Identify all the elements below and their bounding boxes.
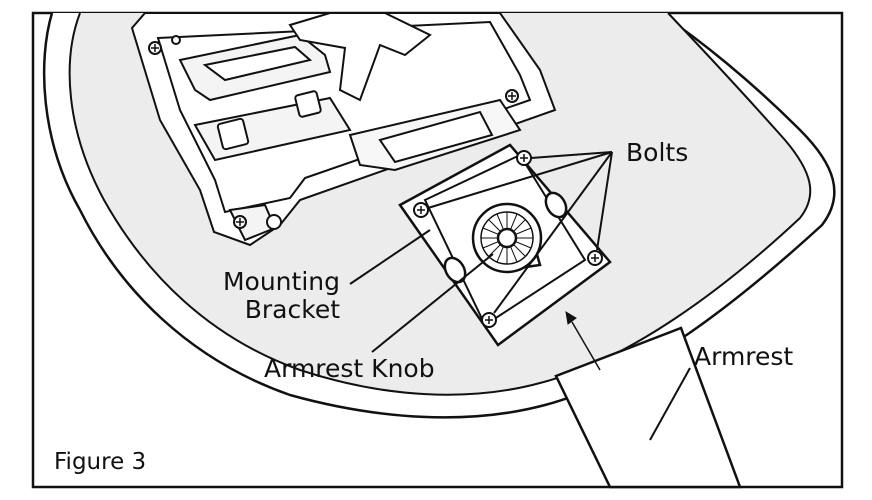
figure-caption: Figure 3 bbox=[54, 449, 147, 475]
seat-slide-mechanism bbox=[130, 12, 557, 247]
label-mounting-bracket: Mounting Bracket bbox=[210, 268, 340, 324]
bolt-icon bbox=[413, 150, 603, 328]
label-bolts: Bolts bbox=[626, 138, 689, 167]
bolts-leader-lines bbox=[427, 151, 613, 314]
knob-leader-line bbox=[371, 253, 494, 353]
label-mounting-bracket-line2: Bracket bbox=[244, 295, 340, 324]
bracket-leader-line bbox=[349, 229, 431, 285]
label-armrest-knob: Armrest Knob bbox=[264, 354, 435, 383]
armrest-leader-line bbox=[649, 367, 691, 441]
armrest-knob-icon bbox=[471, 202, 543, 274]
label-mounting-bracket-line1: Mounting bbox=[222, 267, 340, 296]
label-armrest: Armrest bbox=[694, 342, 794, 371]
armrest-part bbox=[554, 326, 742, 489]
insert-direction-arrow-icon bbox=[565, 311, 601, 371]
